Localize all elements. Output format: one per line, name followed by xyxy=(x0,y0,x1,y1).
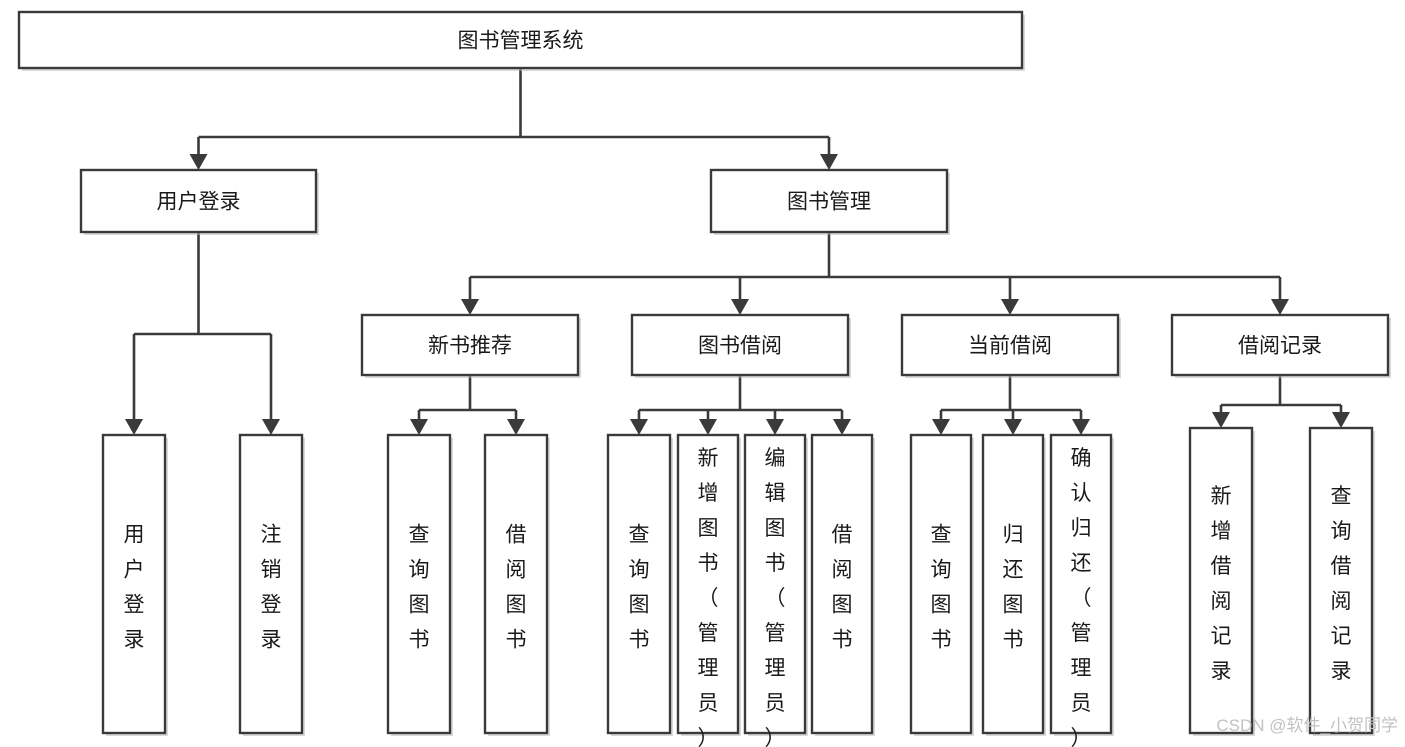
edge-book-manage-branch-3-arrowhead xyxy=(1271,299,1289,315)
node-box-user-login[interactable] xyxy=(79,168,318,234)
node-label-leaf-edit-book: 编辑图书（管理员） xyxy=(765,447,786,747)
edge-book-borrow-branch-2-arrowhead xyxy=(766,419,784,435)
node-label-book-manage: 图书管理 xyxy=(787,191,871,214)
node-label-leaf-add-book: 新增图书（管理员） xyxy=(698,447,719,747)
node-box-leaf-user-login[interactable] xyxy=(101,433,167,735)
node-label-leaf-borrow-book-1: 借阅图书 xyxy=(506,523,527,651)
node-label-leaf-user-login: 用户登录 xyxy=(124,523,145,651)
node-user-login[interactable]: 用户登录 xyxy=(79,168,319,235)
node-leaf-return-book[interactable]: 归还图书 xyxy=(981,433,1046,736)
edge-book-manage-branch-2-arrowhead xyxy=(1001,299,1019,315)
node-label-borrow-record: 借阅记录 xyxy=(1238,335,1322,358)
root-branch-0-arrowhead xyxy=(189,154,208,170)
node-box-leaf-add-record[interactable] xyxy=(1188,426,1254,735)
node-label-leaf-confirm-return: 确认归还（管理员） xyxy=(1071,447,1092,747)
node-box-leaf-return-book[interactable] xyxy=(981,433,1045,735)
node-box-root[interactable] xyxy=(17,10,1024,70)
node-label-user-login: 用户登录 xyxy=(157,191,241,214)
node-leaf-query-book-3[interactable]: 查询图书 xyxy=(909,433,974,736)
node-leaf-borrow-book-2[interactable]: 借阅图书 xyxy=(810,433,875,736)
node-box-leaf-edit-book[interactable] xyxy=(743,433,807,735)
node-box-book-manage[interactable] xyxy=(709,168,949,234)
node-box-leaf-query-book-3[interactable] xyxy=(909,433,973,735)
node-box-leaf-confirm-return[interactable] xyxy=(1049,433,1113,735)
node-new-book-recommend[interactable]: 新书推荐 xyxy=(360,313,581,378)
node-label-leaf-return-book: 归还图书 xyxy=(1003,523,1024,651)
edge-book-manage-branch-1-arrowhead xyxy=(731,299,749,315)
edge-book-borrow-branch-1-arrowhead xyxy=(699,419,717,435)
node-box-leaf-add-book[interactable] xyxy=(676,433,740,735)
edge-current-borrow-branch-1-arrowhead xyxy=(1004,419,1022,435)
node-label-current-borrow: 当前借阅 xyxy=(968,335,1052,358)
node-label-leaf-add-record: 新增借阅记录 xyxy=(1211,485,1232,683)
edge-new-book-recommend-branch-0-arrowhead xyxy=(410,419,428,435)
node-label-leaf-query-book-1: 查询图书 xyxy=(409,523,430,651)
node-label-root: 图书管理系统 xyxy=(458,30,584,53)
node-leaf-confirm-return[interactable]: 确认归还（管理员） xyxy=(1049,433,1114,747)
node-box-current-borrow[interactable] xyxy=(900,313,1120,377)
root-branch-1-arrowhead xyxy=(820,154,838,170)
node-label-leaf-user-logout: 注销登录 xyxy=(261,523,282,651)
node-box-leaf-query-record[interactable] xyxy=(1308,426,1374,735)
edge-book-borrow-branch-3-arrowhead xyxy=(833,419,851,435)
csdn-watermark: CSDN @软件_小贺同学 xyxy=(1216,716,1398,735)
node-box-leaf-borrow-book-1[interactable] xyxy=(483,433,549,735)
edge-user-login-branch-0-arrowhead xyxy=(125,419,143,435)
edges-layer xyxy=(125,68,1350,435)
node-label-new-book-recommend: 新书推荐 xyxy=(428,335,512,358)
node-label-leaf-query-book-3: 查询图书 xyxy=(931,523,952,651)
nodes-layer: 图书管理系统用户登录用户登录注销登录图书管理新书推荐查询图书借阅图书图书借阅查询… xyxy=(17,10,1391,747)
node-box-book-borrow[interactable] xyxy=(630,313,850,377)
node-box-leaf-user-logout[interactable] xyxy=(238,433,304,735)
edge-new-book-recommend-branch-1-arrowhead xyxy=(507,419,525,435)
node-label-book-borrow: 图书借阅 xyxy=(698,335,782,358)
node-box-leaf-query-book-2[interactable] xyxy=(606,433,672,735)
node-leaf-query-book-1[interactable]: 查询图书 xyxy=(386,433,453,736)
edge-current-borrow-branch-2-arrowhead xyxy=(1072,419,1090,435)
node-leaf-query-book-2[interactable]: 查询图书 xyxy=(606,433,673,736)
node-current-borrow[interactable]: 当前借阅 xyxy=(900,313,1121,378)
node-borrow-record[interactable]: 借阅记录 xyxy=(1170,313,1391,378)
edge-book-manage-branch-0-arrowhead xyxy=(461,299,479,315)
node-box-new-book-recommend[interactable] xyxy=(360,313,580,377)
node-label-leaf-query-record: 查询借阅记录 xyxy=(1331,485,1352,683)
edge-user-login-branch-1-arrowhead xyxy=(262,419,280,435)
node-book-manage[interactable]: 图书管理 xyxy=(709,168,950,235)
edge-current-borrow-branch-0-arrowhead xyxy=(932,419,950,435)
edge-book-borrow-branch-0-arrowhead xyxy=(630,419,648,435)
node-book-borrow[interactable]: 图书借阅 xyxy=(630,313,851,378)
node-leaf-user-logout[interactable]: 注销登录 xyxy=(238,433,305,736)
node-leaf-user-login[interactable]: 用户登录 xyxy=(101,433,168,736)
node-box-borrow-record[interactable] xyxy=(1170,313,1390,377)
node-leaf-query-record[interactable]: 查询借阅记录 xyxy=(1308,426,1375,736)
node-leaf-add-book[interactable]: 新增图书（管理员） xyxy=(676,433,741,747)
edge-borrow-record-branch-1-arrowhead xyxy=(1332,412,1350,428)
node-root[interactable]: 图书管理系统 xyxy=(17,10,1025,71)
node-leaf-edit-book[interactable]: 编辑图书（管理员） xyxy=(743,433,808,747)
node-box-leaf-query-book-1[interactable] xyxy=(386,433,452,735)
node-leaf-borrow-book-1[interactable]: 借阅图书 xyxy=(483,433,550,736)
node-box-leaf-borrow-book-2[interactable] xyxy=(810,433,874,735)
node-leaf-add-record[interactable]: 新增借阅记录 xyxy=(1188,426,1255,736)
edge-borrow-record-branch-0-arrowhead xyxy=(1212,412,1230,428)
node-label-leaf-borrow-book-2: 借阅图书 xyxy=(832,523,853,651)
node-label-leaf-query-book-2: 查询图书 xyxy=(629,523,650,651)
